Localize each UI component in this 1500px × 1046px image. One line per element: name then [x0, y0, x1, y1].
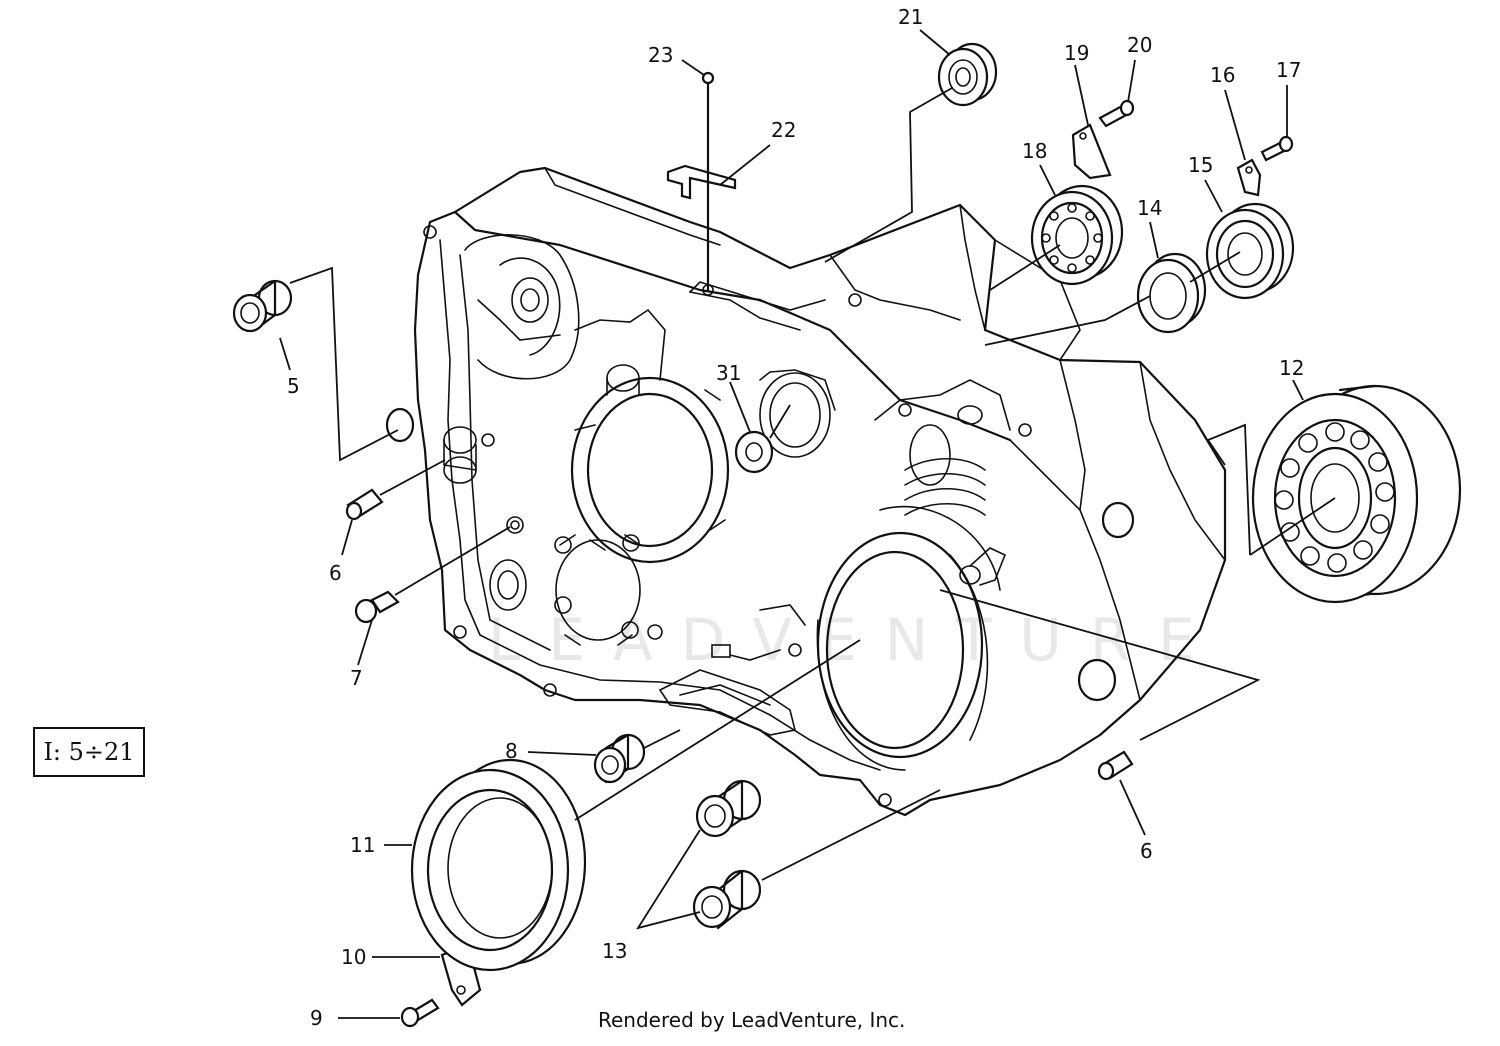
part-13-bushing-lower	[692, 869, 762, 930]
part-18-bearing	[1030, 184, 1124, 286]
callout-labels: 21 23 19 20 16 17 22 18 15 14 12 31 5 6 …	[287, 5, 1304, 1030]
crankcase-half	[385, 166, 1227, 817]
part-31-washer	[734, 430, 774, 474]
part-14-seal	[1136, 252, 1207, 334]
part-13-bushing-upper	[695, 779, 762, 838]
callout-10: 10	[341, 945, 366, 969]
part-15-bearing	[1205, 202, 1295, 300]
callout-12: 12	[1279, 356, 1304, 380]
render-credit: Rendered by LeadVenture, Inc.	[598, 1008, 906, 1032]
callout-9: 9	[310, 1006, 323, 1030]
callout-11: 11	[350, 833, 375, 857]
callout-8: 8	[505, 739, 518, 763]
part-12-roller-bearing	[1251, 384, 1462, 604]
part-6-dowel-left	[345, 488, 384, 521]
part-21-bearing	[937, 42, 998, 107]
part-8-bushing	[593, 733, 646, 784]
callout-18: 18	[1022, 139, 1047, 163]
part-11-oil-seal	[410, 758, 587, 972]
part-7-plug	[354, 590, 400, 624]
callout-15: 15	[1188, 153, 1213, 177]
callout-23: 23	[648, 43, 673, 67]
part-22-bracket	[666, 164, 737, 200]
part-19-plate	[1071, 123, 1112, 180]
part-9-screw	[400, 998, 440, 1028]
part-6-dowel-right	[1097, 750, 1134, 781]
callout-6-right: 6	[1140, 839, 1153, 863]
callout-16: 16	[1210, 63, 1235, 87]
callout-19: 19	[1064, 41, 1089, 65]
callout-17: 17	[1276, 58, 1301, 82]
callout-21: 21	[898, 5, 923, 29]
callout-31: 31	[716, 361, 741, 385]
part-5-bushing	[232, 279, 293, 333]
scale-label: I: 5÷21	[33, 727, 145, 777]
callout-7: 7	[350, 666, 363, 690]
part-17-screw	[1260, 135, 1294, 162]
callout-13: 13	[602, 939, 627, 963]
part-23-screw	[701, 71, 715, 292]
callout-14: 14	[1137, 196, 1162, 220]
callout-6-left: 6	[329, 561, 342, 585]
part-20-screw	[1098, 99, 1135, 128]
callout-22: 22	[771, 118, 796, 142]
leader-lines	[279, 29, 1336, 1019]
part-16-plate	[1236, 158, 1262, 197]
callout-5: 5	[287, 374, 300, 398]
callout-20: 20	[1127, 33, 1152, 57]
